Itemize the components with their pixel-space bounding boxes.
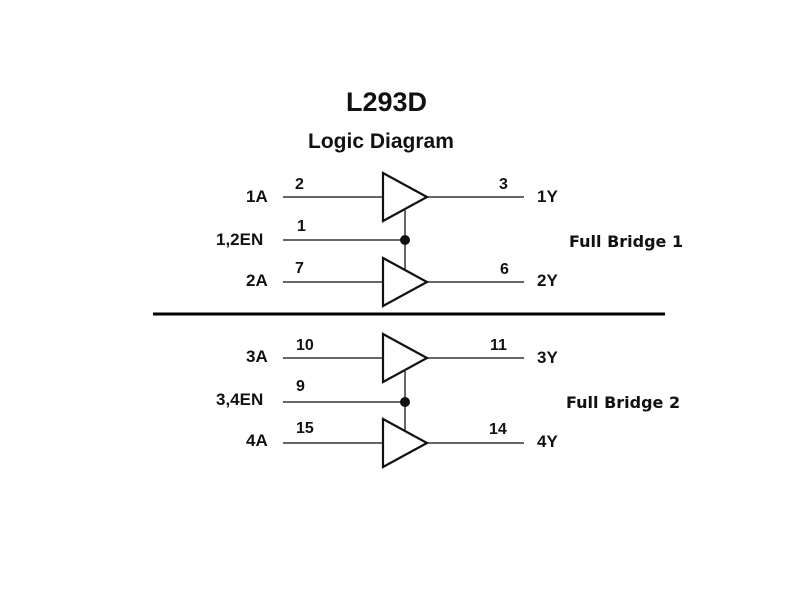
output-label-4y: 4Y bbox=[537, 432, 558, 451]
pin-number-15: 15 bbox=[296, 420, 314, 437]
diagram-subtitle: Logic Diagram bbox=[308, 130, 454, 153]
input-label-1a: 1A bbox=[246, 187, 268, 206]
bridge-label-2: Full Bridge 2 bbox=[566, 393, 681, 412]
pin-number-14: 14 bbox=[489, 421, 507, 438]
pin-number-1: 1 bbox=[297, 218, 306, 235]
junction-dot-2 bbox=[400, 397, 410, 407]
pin-number-6: 6 bbox=[500, 261, 509, 278]
junction-dot-1 bbox=[400, 235, 410, 245]
enable-label-34en: 3,4EN bbox=[216, 390, 264, 409]
bridge-label-1: Full Bridge 1 bbox=[569, 232, 684, 251]
pin-number-2: 2 bbox=[295, 176, 304, 193]
input-label-2a: 2A bbox=[246, 271, 268, 290]
pin-number-9: 9 bbox=[296, 378, 305, 395]
enable-label-12en: 1,2EN bbox=[216, 230, 264, 249]
output-label-1y: 1Y bbox=[537, 187, 558, 206]
pin-number-11: 11 bbox=[490, 337, 507, 354]
output-label-3y: 3Y bbox=[537, 348, 558, 367]
input-label-3a: 3A bbox=[246, 347, 268, 366]
input-label-4a: 4A bbox=[246, 431, 268, 450]
output-label-2y: 2Y bbox=[537, 271, 558, 290]
chip-title: L293D bbox=[346, 87, 428, 117]
pin-number-3: 3 bbox=[499, 176, 508, 193]
buffer-triangle-2 bbox=[381, 256, 430, 308]
pin-number-7: 7 bbox=[295, 260, 304, 277]
buffer-triangle-4 bbox=[381, 417, 430, 469]
pin-number-10: 10 bbox=[296, 337, 314, 354]
